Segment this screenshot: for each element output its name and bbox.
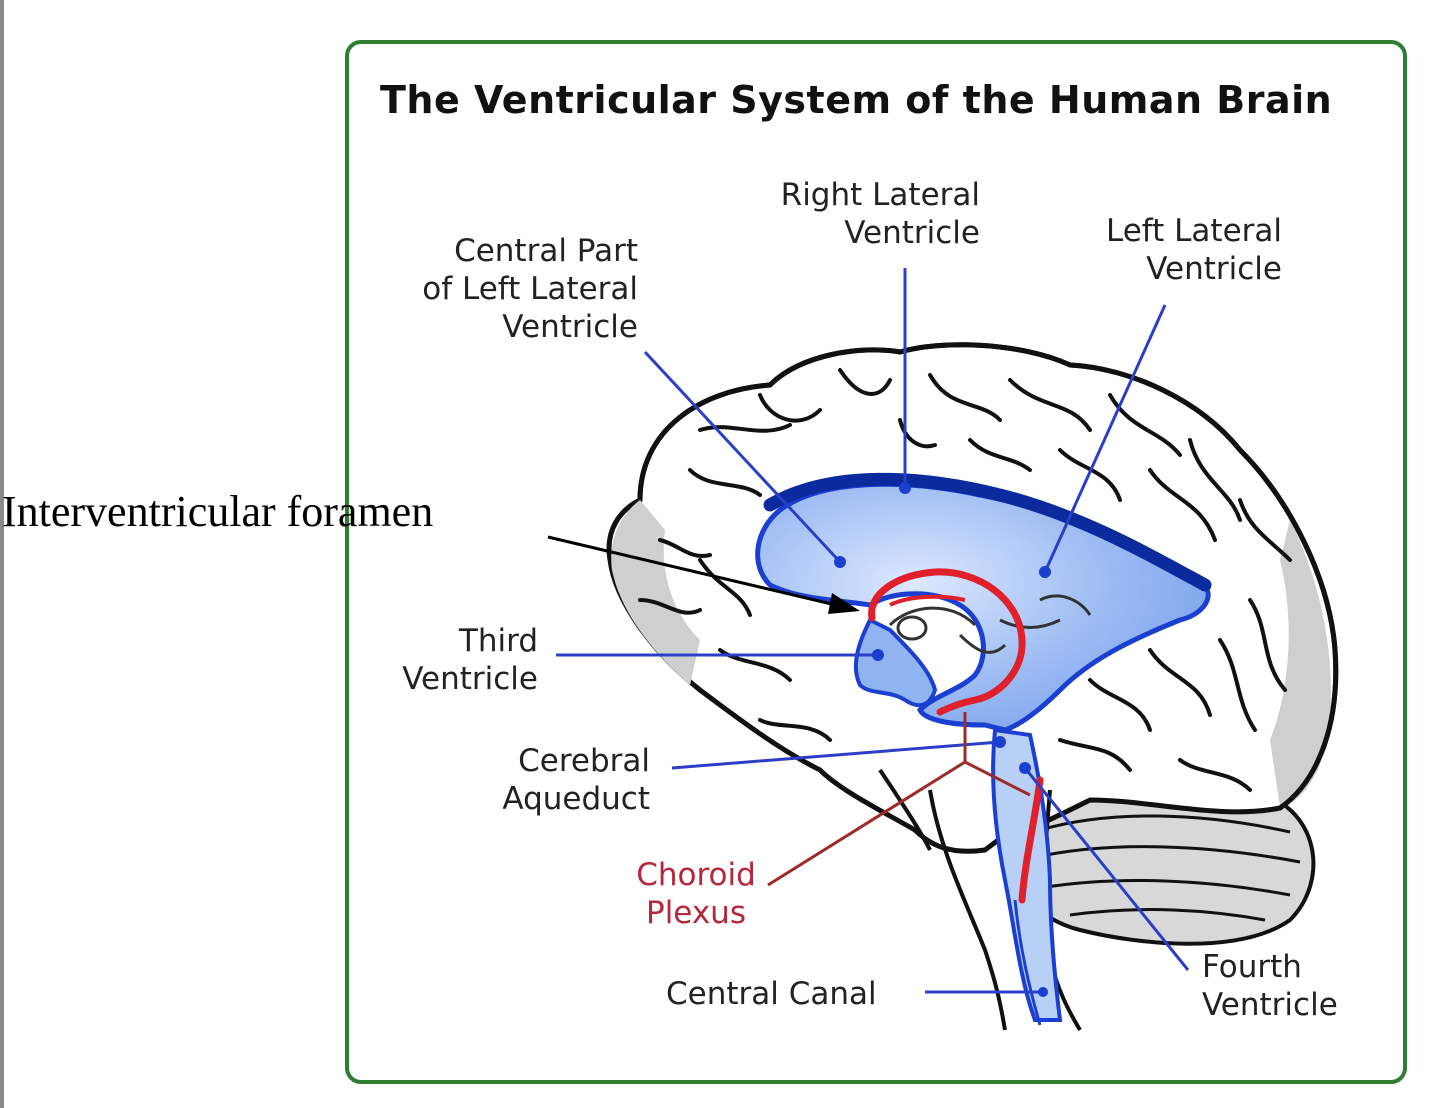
annotation-interventricular-foramen: Interventricular foramen	[2, 487, 434, 536]
leader-dots	[834, 482, 1051, 997]
choroid-plexus-leaders	[767, 712, 1031, 887]
label-choroid-plexus: Choroid Plexus	[636, 857, 756, 931]
choroid-plexus-fourth	[1018, 776, 1044, 904]
choroid-plexus-arc	[868, 568, 1026, 716]
label-central-part-left-lateral-ventricle: Central Part of Left Lateral Ventricle	[422, 233, 638, 345]
occipital-shading	[1270, 520, 1331, 808]
central-canal-shape	[1013, 899, 1042, 1026]
left-edge-bar	[0, 0, 4, 1108]
right-lateral-ventricle-edge	[763, 472, 1212, 592]
frontal-shading	[611, 500, 700, 685]
interventricular-foramen-arrowhead	[828, 593, 860, 614]
label-third-ventricle: Third Ventricle	[402, 623, 538, 697]
diencephalon-lines	[888, 594, 1092, 654]
cerebellum-folia	[1031, 814, 1301, 922]
third-ventricle-shape	[853, 617, 938, 708]
figure-title: The Ventricular System of the Human Brai…	[380, 78, 1333, 122]
choroid-plexus-inner	[889, 594, 966, 607]
interventricular-foramen-arrow-line	[547, 535, 841, 608]
label-central-canal: Central Canal	[666, 976, 877, 1012]
blue-leader-lines	[556, 268, 1190, 994]
label-cerebral-aqueduct: Cerebral Aqueduct	[502, 743, 650, 817]
label-right-lateral-ventricle: Right Lateral Ventricle	[780, 177, 980, 251]
figure-frame	[345, 40, 1407, 1084]
label-fourth-ventricle: Fourth Ventricle	[1202, 949, 1338, 1023]
label-left-lateral-ventricle: Left Lateral Ventricle	[1105, 213, 1282, 287]
interthalamic-adhesion	[896, 615, 928, 641]
